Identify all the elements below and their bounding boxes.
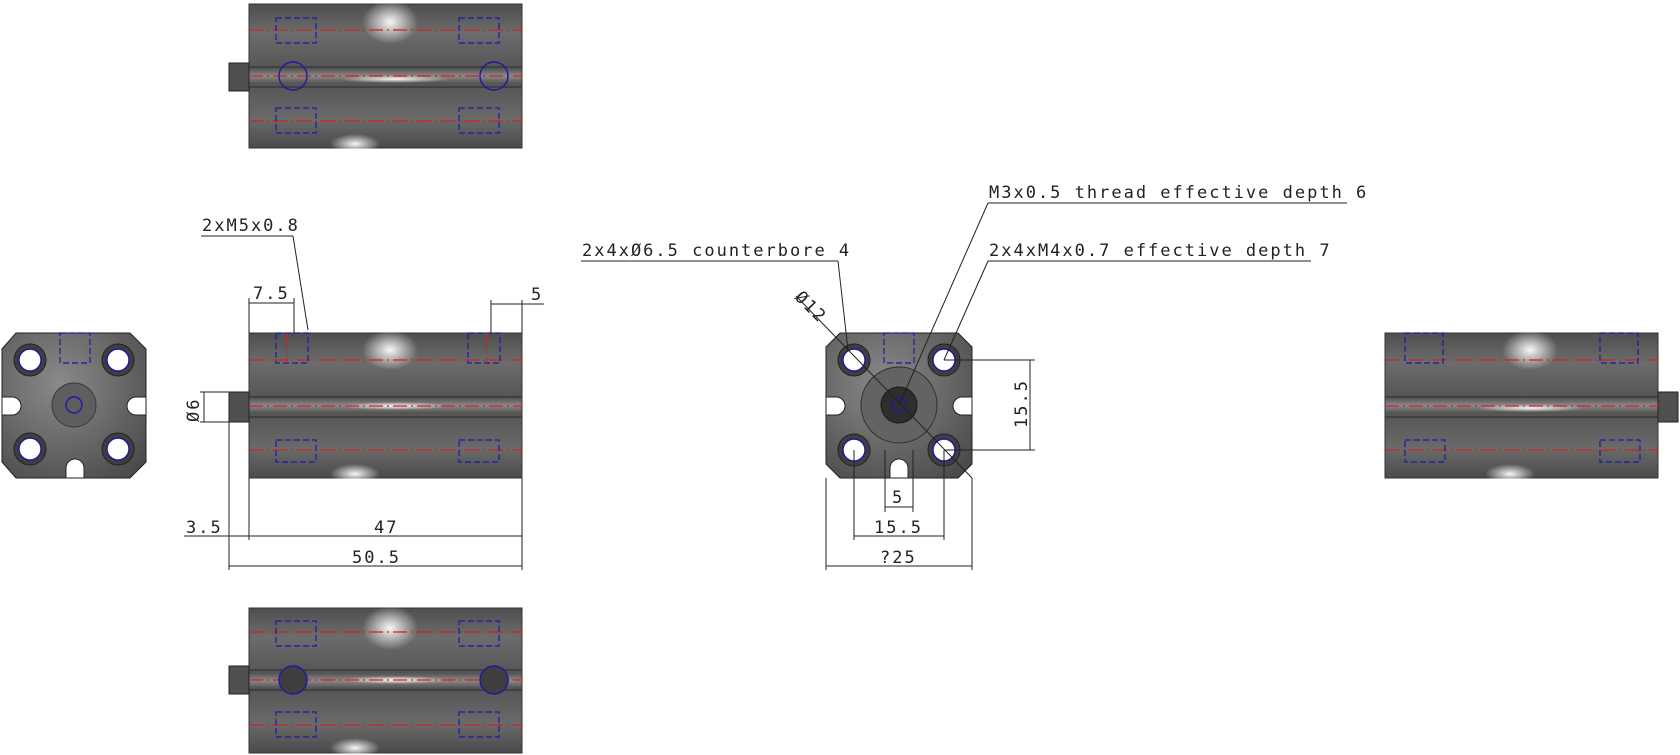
- thread-side-label: 2xM5x0.8: [202, 216, 300, 236]
- center-thread-label: M3x0.5 thread effective depth 6: [989, 183, 1368, 203]
- counterbore-label: 2x4xØ6.5 counterbore 4: [582, 241, 851, 261]
- left-end-view: [1, 332, 147, 479]
- end-view-dimensions: 2x4xØ6.5 counterbore 4 M3x0.5 thread eff…: [581, 183, 1368, 570]
- dim-15-5-horizontal: 15.5: [874, 518, 923, 538]
- top-view: [228, 0, 523, 154]
- dim-7-5: 7.5: [253, 284, 290, 304]
- front-view: [228, 330, 523, 484]
- dim-15-5-vertical: 15.5: [1012, 379, 1032, 428]
- mount-hole: [837, 343, 871, 377]
- dim-25: ?25: [880, 548, 917, 568]
- dim-50-5: 50.5: [352, 548, 401, 568]
- mount-hole: [13, 432, 47, 466]
- mount-thread-label: 2x4xM4x0.7 effective depth 7: [989, 241, 1332, 261]
- mount-hole: [101, 343, 135, 377]
- dim-diameter-12: Ø12: [790, 287, 830, 327]
- front-view-dimensions: 2xM5x0.8 7.5 5 Ø6 3.5 47 50.5: [184, 216, 544, 570]
- dim-3-5: 3.5: [186, 518, 223, 538]
- dim-5-bottom: 5: [892, 488, 904, 508]
- back-view: [1384, 330, 1679, 484]
- right-end-view: [825, 332, 973, 479]
- dim-5-top: 5: [531, 285, 543, 305]
- dim-47: 47: [374, 518, 398, 538]
- dim-diameter-6: Ø6: [184, 398, 204, 422]
- bottom-view: [228, 606, 523, 755]
- mount-hole: [13, 343, 47, 377]
- mount-hole: [101, 432, 135, 466]
